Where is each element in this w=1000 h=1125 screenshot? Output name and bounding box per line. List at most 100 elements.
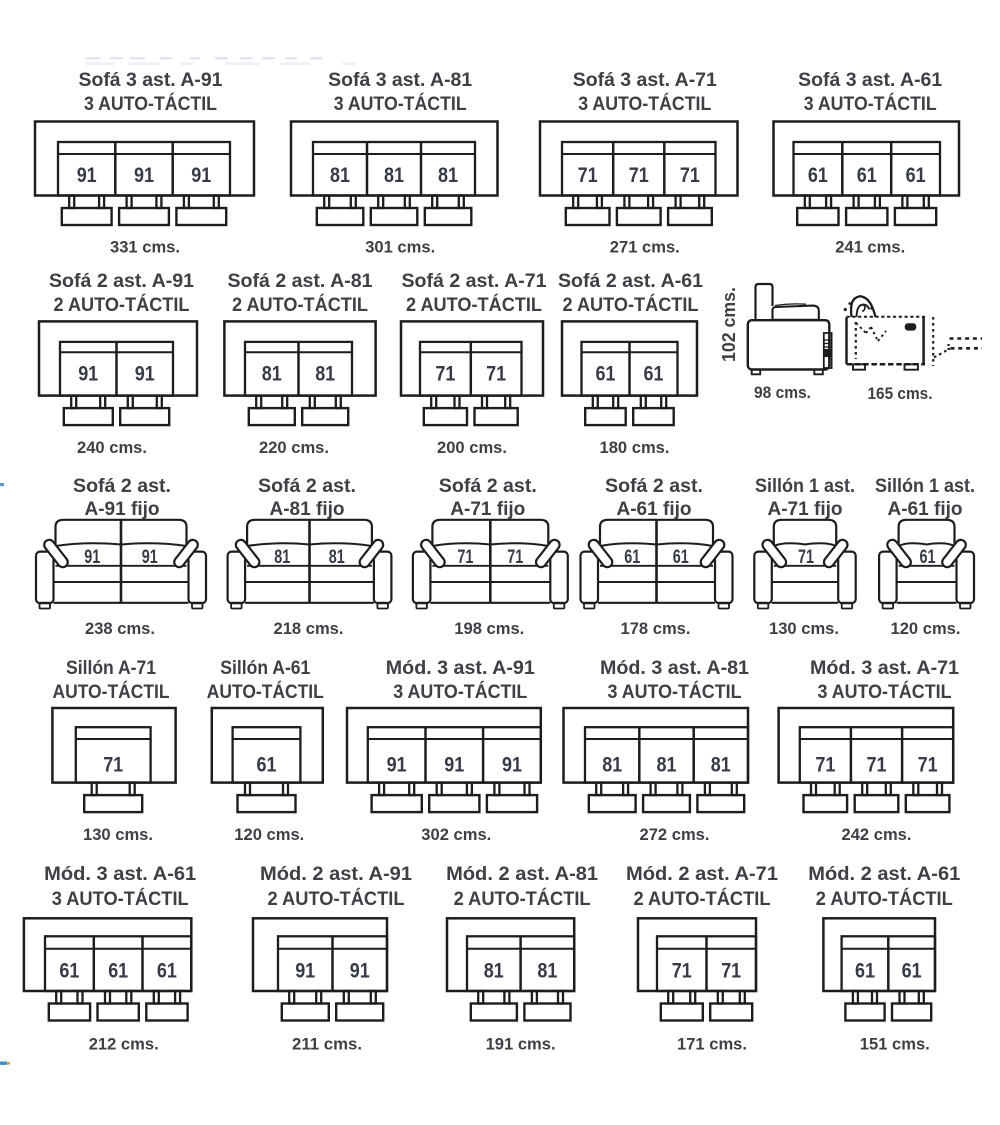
svg-text:Sofá 2 ast.: Sofá 2 ast. xyxy=(73,476,171,497)
svg-text:Mód. 2 ast. A-71: Mód. 2 ast. A-71 xyxy=(626,864,778,885)
svg-text:81: 81 xyxy=(602,753,622,777)
svg-text:91: 91 xyxy=(350,959,370,983)
svg-text:91: 91 xyxy=(295,959,315,983)
svg-text:241 cms.: 241 cms. xyxy=(835,237,905,256)
svg-text:Sillón A-71: Sillón A-71 xyxy=(66,658,156,679)
svg-text:Sofá 3 ast. A-61: Sofá 3 ast. A-61 xyxy=(798,70,942,91)
svg-text:98 cms.: 98 cms. xyxy=(754,383,811,402)
svg-text:211 cms.: 211 cms. xyxy=(292,1035,362,1054)
svg-text:2 AUTO-TÁCTIL: 2 AUTO-TÁCTIL xyxy=(268,887,405,910)
svg-text:Sofá 3 ast. A-91: Sofá 3 ast. A-91 xyxy=(79,70,223,91)
svg-text:Mód. 3 ast. A-61: Mód. 3 ast. A-61 xyxy=(44,864,196,885)
svg-text:331 cms.: 331 cms. xyxy=(110,237,180,256)
svg-text:271 cms.: 271 cms. xyxy=(610,237,680,256)
svg-text:A-81 fijo: A-81 fijo xyxy=(270,499,345,520)
svg-text:272 cms.: 272 cms. xyxy=(640,825,710,844)
svg-text:71: 71 xyxy=(578,163,598,187)
svg-text:2 AUTO-TÁCTIL: 2 AUTO-TÁCTIL xyxy=(454,887,591,910)
svg-text:3 AUTO-TÁCTIL: 3 AUTO-TÁCTIL xyxy=(334,92,467,115)
svg-text:2 AUTO-TÁCTIL: 2 AUTO-TÁCTIL xyxy=(406,293,542,316)
svg-text:61: 61 xyxy=(673,547,689,568)
svg-text:AUTO-TÁCTIL: AUTO-TÁCTIL xyxy=(53,680,170,703)
svg-text:91: 91 xyxy=(444,753,464,777)
svg-text:Sofá 2 ast.: Sofá 2 ast. xyxy=(439,476,537,497)
svg-text:AUTO-TÁCTIL: AUTO-TÁCTIL xyxy=(207,680,324,703)
svg-text:Sofá 2 ast.: Sofá 2 ast. xyxy=(605,476,703,497)
svg-text:A-61 fijo: A-61 fijo xyxy=(888,499,963,520)
svg-text:91: 91 xyxy=(135,362,155,386)
svg-text:180 cms.: 180 cms. xyxy=(600,438,670,457)
svg-text:91: 91 xyxy=(502,753,522,777)
svg-text:242 cms.: 242 cms. xyxy=(842,825,912,844)
svg-text:61: 61 xyxy=(257,753,277,777)
svg-text:2 AUTO-TÁCTIL: 2 AUTO-TÁCTIL xyxy=(232,293,368,316)
svg-text:61: 61 xyxy=(624,547,640,568)
svg-text:240 cms.: 240 cms. xyxy=(77,438,147,457)
svg-text:Sofá 3 ast. A-71: Sofá 3 ast. A-71 xyxy=(573,70,717,91)
svg-text:151 cms.: 151 cms. xyxy=(860,1035,930,1054)
svg-text:81: 81 xyxy=(657,753,677,777)
svg-text:81: 81 xyxy=(384,163,404,187)
svg-text:3 AUTO-TÁCTIL: 3 AUTO-TÁCTIL xyxy=(393,680,527,703)
svg-text:Sillón 1 ast.: Sillón 1 ast. xyxy=(755,476,855,497)
svg-text:3 AUTO-TÁCTIL: 3 AUTO-TÁCTIL xyxy=(52,887,189,910)
svg-text:61: 61 xyxy=(855,959,875,983)
svg-text:71: 71 xyxy=(918,753,938,777)
svg-text:71: 71 xyxy=(629,163,649,187)
svg-text:61: 61 xyxy=(157,959,177,983)
svg-text:218 cms.: 218 cms. xyxy=(274,619,344,638)
svg-text:178 cms.: 178 cms. xyxy=(621,619,691,638)
svg-text:Mód. 3 ast. A-91: Mód. 3 ast. A-91 xyxy=(386,658,535,679)
svg-text:81: 81 xyxy=(274,547,290,568)
svg-text:91: 91 xyxy=(191,163,211,187)
svg-text:171 cms.: 171 cms. xyxy=(677,1035,747,1054)
svg-text:3 AUTO-TÁCTIL: 3 AUTO-TÁCTIL xyxy=(608,680,742,703)
svg-text:91: 91 xyxy=(387,753,407,777)
svg-text:71: 71 xyxy=(815,753,835,777)
svg-text:81: 81 xyxy=(329,547,345,568)
svg-text:Sofá 2 ast. A-71: Sofá 2 ast. A-71 xyxy=(402,271,547,292)
svg-text:Mód. 2 ast. A-91: Mód. 2 ast. A-91 xyxy=(260,864,412,885)
svg-text:Sofá 2 ast. A-61: Sofá 2 ast. A-61 xyxy=(558,271,703,292)
svg-text:61: 61 xyxy=(857,163,877,187)
svg-text:71: 71 xyxy=(680,163,700,187)
svg-text:61: 61 xyxy=(596,362,616,386)
svg-text:61: 61 xyxy=(902,959,922,983)
svg-text:Mód. 2 ast. A-81: Mód. 2 ast. A-81 xyxy=(446,864,598,885)
svg-text:Sillón A-61: Sillón A-61 xyxy=(220,658,310,679)
svg-text:71: 71 xyxy=(672,959,692,983)
svg-text:A-71 fijo: A-71 fijo xyxy=(768,499,843,520)
svg-text:2 AUTO-TÁCTIL: 2 AUTO-TÁCTIL xyxy=(634,887,771,910)
svg-text:Mód. 3 ast. A-71: Mód. 3 ast. A-71 xyxy=(810,658,959,679)
svg-text:130 cms.: 130 cms. xyxy=(769,619,839,638)
svg-text:71: 71 xyxy=(721,959,741,983)
svg-text:Sofá 3 ast. A-81: Sofá 3 ast. A-81 xyxy=(328,70,472,91)
svg-text:Sofá 2 ast. A-91: Sofá 2 ast. A-91 xyxy=(49,271,194,292)
svg-text:3 AUTO-TÁCTIL: 3 AUTO-TÁCTIL xyxy=(804,92,937,115)
svg-text:A-71 fijo: A-71 fijo xyxy=(450,499,525,520)
svg-text:Mód. 2 ast. A-61: Mód. 2 ast. A-61 xyxy=(808,864,960,885)
svg-text:120 cms.: 120 cms. xyxy=(891,619,961,638)
svg-text:Sofá 2 ast.: Sofá 2 ast. xyxy=(258,476,356,497)
svg-text:302 cms.: 302 cms. xyxy=(421,825,491,844)
svg-text:71: 71 xyxy=(486,362,506,386)
svg-text:3 AUTO-TÁCTIL: 3 AUTO-TÁCTIL xyxy=(578,92,711,115)
svg-text:91: 91 xyxy=(84,547,100,568)
svg-text:165 cms.: 165 cms. xyxy=(868,384,933,403)
svg-text:91: 91 xyxy=(77,163,97,187)
svg-text:91: 91 xyxy=(142,547,158,568)
svg-text:2 AUTO-TÁCTIL: 2 AUTO-TÁCTIL xyxy=(563,293,699,316)
svg-text:61: 61 xyxy=(644,362,664,386)
svg-text:61: 61 xyxy=(108,959,128,983)
svg-text:71: 71 xyxy=(867,753,887,777)
svg-text:A-61 fijo: A-61 fijo xyxy=(617,499,692,520)
svg-text:71: 71 xyxy=(507,547,523,568)
svg-text:Mód. 3 ast. A-81: Mód. 3 ast. A-81 xyxy=(600,658,749,679)
svg-text:2 AUTO-TÁCTIL: 2 AUTO-TÁCTIL xyxy=(54,293,190,316)
svg-text:91: 91 xyxy=(134,163,154,187)
svg-text:81: 81 xyxy=(711,753,731,777)
svg-text:61: 61 xyxy=(906,163,926,187)
svg-text:102 cms.: 102 cms. xyxy=(718,287,739,362)
svg-text:71: 71 xyxy=(103,753,123,777)
svg-text:81: 81 xyxy=(262,362,282,386)
